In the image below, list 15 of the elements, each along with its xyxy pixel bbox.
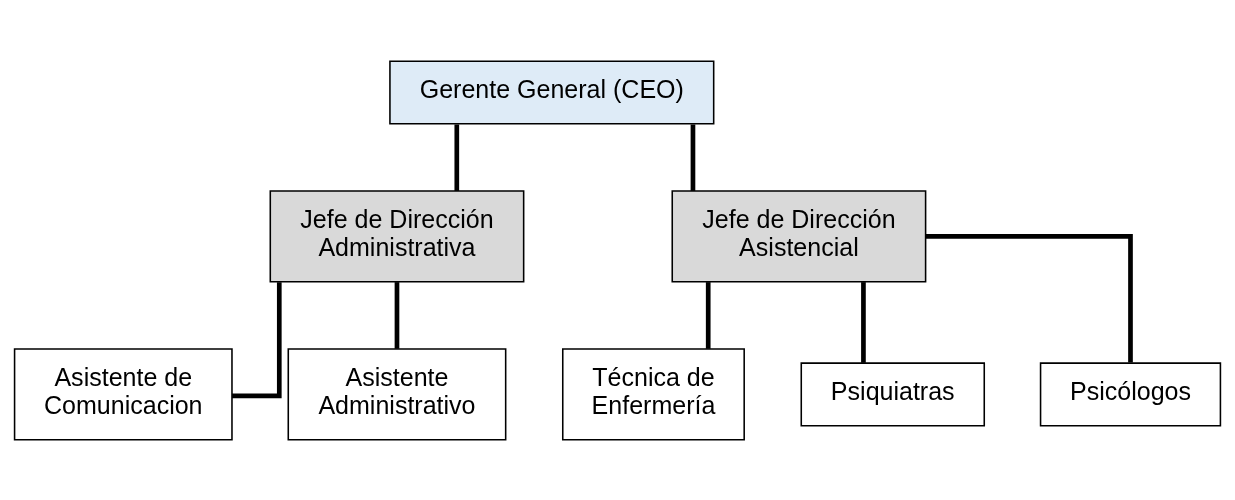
node-box: Psiquiatras	[800, 361, 986, 426]
node-box: Asistente Administrativo	[287, 347, 507, 440]
connector	[861, 281, 866, 363]
node-box: Jefe de Dirección Administrativa	[269, 189, 525, 283]
connector	[232, 281, 282, 398]
node-box: Psicólogos	[1039, 361, 1222, 426]
connector	[454, 123, 460, 191]
node-box: Asistente de Comunicacion	[13, 347, 233, 440]
connector	[394, 281, 400, 349]
node-box: Técnica de Enfermería	[562, 347, 745, 440]
connector	[705, 281, 711, 349]
node-box: Jefe de Dirección Asistencial	[671, 189, 927, 283]
node-box: Gerente General (CEO)	[389, 60, 715, 125]
connector	[690, 123, 696, 191]
connector	[925, 233, 1133, 362]
